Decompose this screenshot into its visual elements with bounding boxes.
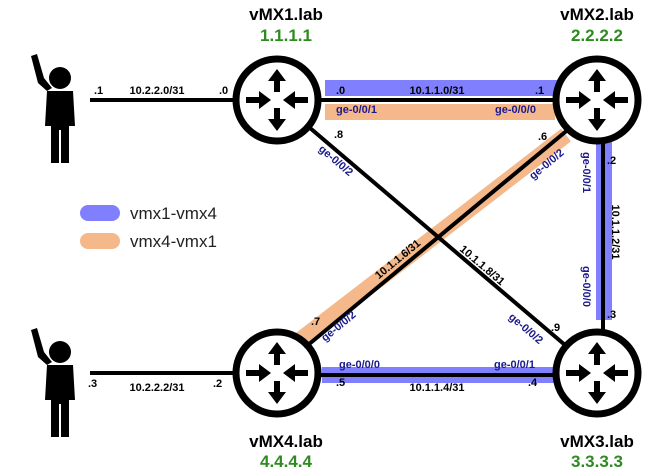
legend-item-path2: vmx4-vmx1	[80, 232, 217, 251]
if-r4-r3-a: ge-0/0/0	[339, 359, 380, 371]
links	[90, 98, 605, 377]
ip-r1-r3-a: .8	[334, 129, 343, 141]
legend-label-path1: vmx1-vmx4	[130, 204, 217, 223]
if-r4-r3-b: ge-0/0/1	[494, 359, 535, 371]
router-vmx1[interactable]	[236, 59, 318, 141]
person-raised-hand-icon	[31, 54, 75, 163]
router-id-vmx1: 1.1.1.1	[260, 26, 312, 45]
legend-swatch-path2	[80, 233, 120, 249]
person-raised-hand-icon	[31, 328, 75, 437]
router-arrows-icon	[236, 59, 318, 141]
router-vmx2[interactable]	[556, 59, 638, 141]
router-id-vmx2: 2.2.2.2	[571, 26, 623, 45]
if-r2-r3-a: ge-0/0/1	[580, 152, 592, 193]
if-r1-r3-b: ge-0/0/2	[506, 311, 545, 347]
router-id-vmx4: 4.4.4.4	[260, 452, 313, 471]
subnet-host4: 10.2.2.2/31	[129, 382, 184, 394]
router-name-vmx2: vMX2.lab	[560, 5, 634, 24]
router-arrows-icon	[236, 332, 318, 414]
router-name-vmx3: vMX3.lab	[560, 432, 634, 451]
ip-host1: .1	[94, 85, 103, 97]
router-name-vmx1: vMX1.lab	[249, 5, 323, 24]
link-vmx1-vmx3	[308, 126, 567, 347]
ip-vmx4-host: .2	[213, 378, 222, 390]
legend-item-path1: vmx1-vmx4	[80, 204, 217, 223]
ip-r2-r3-b: .3	[607, 309, 616, 321]
router-vmx3[interactable]	[556, 332, 638, 414]
ip-r4-r3-a: .5	[336, 377, 345, 389]
ip-vmx1-host: .0	[219, 85, 228, 97]
subnet-r1-r3: 10.1.1.8/31	[457, 243, 507, 288]
ip-r4-r3-b: .4	[528, 377, 538, 389]
host-bottom[interactable]	[31, 328, 75, 437]
subnet-r2-r3: 10.1.1.2/31	[609, 204, 621, 259]
ip-r1-r2-a: .0	[336, 85, 345, 97]
subnet-host1: 10.2.2.0/31	[129, 85, 184, 97]
ip-r2-r3-a: .2	[607, 155, 616, 167]
ip-r1-r2-b: .1	[535, 85, 544, 97]
router-arrows-icon	[556, 59, 638, 141]
ip-r4-r2-b: .6	[538, 131, 547, 143]
legend-label-path2: vmx4-vmx1	[130, 232, 217, 251]
ip-r1-r3-b: .9	[551, 322, 560, 334]
router-vmx4[interactable]	[236, 332, 318, 414]
if-r2-r3-b: ge-0/0/0	[580, 266, 592, 307]
if-r1-r2-a: ge-0/0/1	[336, 104, 377, 116]
ip-r4-r2-a: .7	[311, 316, 320, 328]
ip-host4: .3	[88, 378, 97, 390]
legend-swatch-path1	[80, 205, 120, 221]
subnet-r1-r2: 10.1.1.0/31	[409, 85, 464, 97]
router-name-vmx4: vMX4.lab	[249, 432, 323, 451]
if-r1-r2-b: ge-0/0/0	[495, 104, 536, 116]
path-vmx4-vmx1-highlight	[295, 104, 571, 347]
subnet-r4-r3: 10.1.1.4/31	[409, 382, 464, 394]
host-top[interactable]	[31, 54, 75, 163]
router-arrows-icon	[556, 332, 638, 414]
legend: vmx1-vmx4 vmx4-vmx1	[80, 204, 217, 251]
router-id-vmx3: 3.3.3.3	[571, 452, 623, 471]
